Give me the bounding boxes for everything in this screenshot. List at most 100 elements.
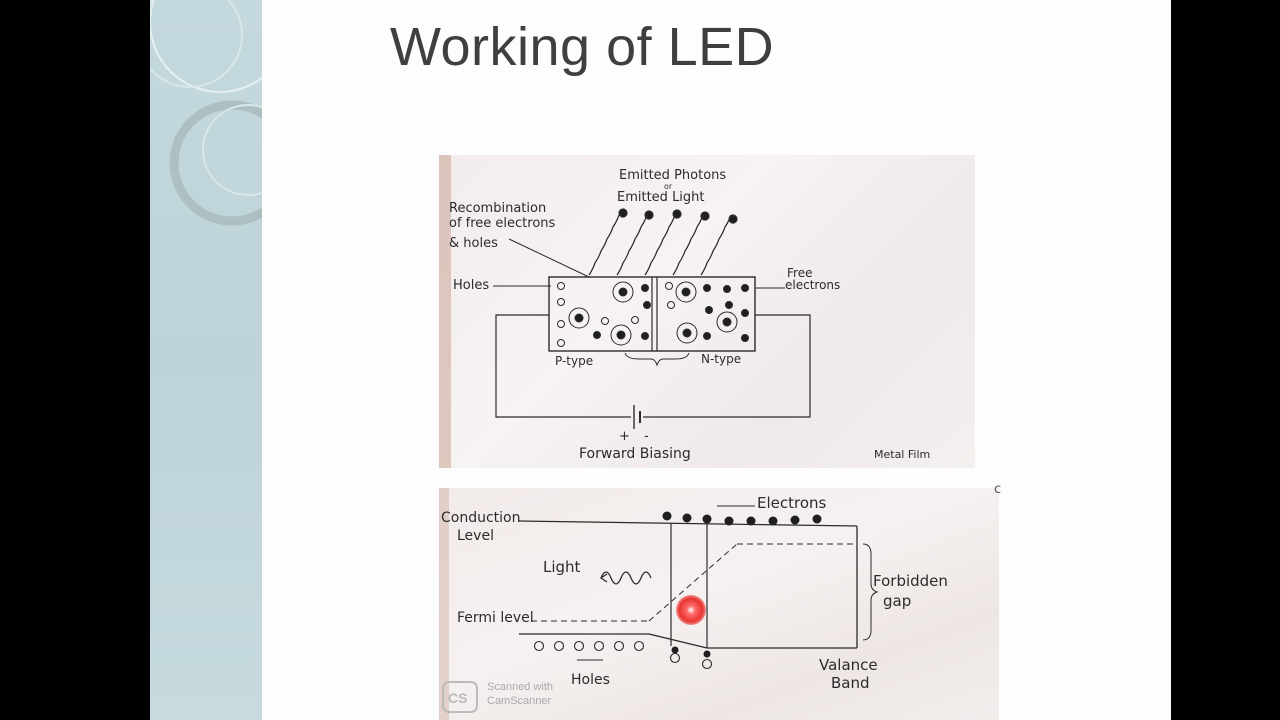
depletion-brace — [624, 352, 690, 367]
recombination-label-2: of free electrons — [449, 216, 556, 231]
recombination-site — [676, 322, 698, 344]
battery-minus: - — [644, 429, 649, 444]
hole — [557, 298, 565, 306]
or-label: or — [664, 182, 673, 191]
photon — [618, 208, 628, 218]
hole — [633, 640, 645, 652]
valence-band-step — [648, 633, 708, 649]
camscanner-line-2: CamScanner — [487, 695, 552, 707]
hole — [667, 301, 675, 309]
photo-edge-shadow — [439, 488, 449, 720]
circuit-wire-left — [495, 314, 631, 418]
battery-plus: + — [619, 429, 630, 444]
deco-ring — [169, 100, 262, 226]
hole — [557, 339, 565, 347]
photo-edge-shadow — [439, 155, 451, 468]
carriers — [557, 281, 749, 347]
electron — [723, 285, 731, 293]
electron — [641, 332, 649, 340]
valance-band-label-1: Valance — [819, 656, 878, 674]
electron — [682, 328, 692, 338]
recombination-label-1: Recombination — [449, 201, 546, 216]
camscanner-label: Scanned with CamScanner — [487, 680, 553, 708]
camscanner-line-1: Scanned with — [487, 681, 554, 693]
conduction-level-label-2: Level — [457, 528, 494, 544]
holes-label: Holes — [453, 278, 489, 293]
photon-wave — [700, 214, 732, 276]
hole — [601, 317, 609, 325]
photon — [644, 210, 654, 220]
forbidden-gap-label-1: Forbidden — [873, 572, 948, 590]
free-electrons-label-1: Free — [787, 266, 812, 280]
hole — [533, 640, 545, 652]
recombination-site — [610, 324, 632, 346]
p-type-label: P-type — [555, 354, 593, 368]
electron — [593, 331, 601, 339]
electron — [741, 309, 749, 317]
hole — [553, 640, 565, 652]
electron — [722, 317, 732, 327]
electron — [812, 514, 822, 524]
emitted-light-label: Emitted Light — [617, 190, 705, 205]
hole — [669, 652, 681, 664]
electron — [790, 515, 800, 525]
electron — [724, 516, 734, 526]
photon-wave — [588, 214, 620, 276]
electron — [682, 513, 692, 523]
slide-title: Working of LED — [390, 17, 775, 77]
forbidden-gap-brace — [862, 543, 879, 641]
pn-junction-sketch: Emitted Photons or Emitted Light Recombi… — [439, 155, 930, 468]
electron — [741, 334, 749, 342]
cs-logo-text: CS — [448, 690, 467, 706]
conduction-level-label-1: Conduction — [441, 510, 521, 526]
slide-sidebar-decoration — [150, 0, 262, 720]
energy-band-sketch: Conduction Level Electrons Light — [439, 488, 948, 720]
hole — [573, 640, 585, 652]
recombination-site — [716, 311, 738, 333]
camscanner-logo: CS — [442, 681, 478, 713]
electron — [768, 516, 778, 526]
n-type-label: N-type — [701, 352, 741, 366]
photon — [700, 211, 710, 221]
electron — [703, 332, 711, 340]
hole — [557, 282, 565, 290]
holes-label: Holes — [571, 672, 610, 688]
photon-wave — [672, 214, 704, 276]
photon-wave — [616, 214, 648, 276]
electron — [671, 646, 679, 654]
hole — [701, 658, 713, 670]
electron — [618, 287, 628, 297]
stray-mark: c — [994, 482, 1002, 497]
recombination-site — [568, 307, 590, 329]
light-label: Light — [543, 558, 581, 576]
recombination-site — [612, 281, 634, 303]
hole — [613, 640, 625, 652]
forward-biasing-label: Forward Biasing — [579, 446, 691, 462]
electron — [574, 313, 584, 323]
hole — [593, 640, 605, 652]
slide: Working of LED Emitted Photons or Emitte… — [150, 0, 1171, 720]
recombination-label-3: & holes — [449, 236, 498, 251]
electron — [703, 284, 711, 292]
light-wave — [599, 571, 652, 585]
hole — [665, 282, 673, 290]
electron — [616, 330, 626, 340]
emitted-photons — [588, 208, 738, 276]
valance-band-label-2: Band — [831, 674, 870, 692]
electrons-label: Electrons — [757, 494, 827, 512]
electron — [681, 287, 691, 297]
electron — [702, 514, 712, 524]
electron — [705, 306, 713, 314]
free-electrons-label-2: electrons — [785, 278, 840, 292]
conduction-band-line — [518, 520, 858, 527]
decorative-circles — [150, 0, 262, 226]
circuit-wire-right — [643, 314, 811, 418]
deco-circle — [202, 104, 262, 196]
deco-circle — [150, 0, 243, 88]
electron — [741, 284, 749, 292]
electron — [725, 301, 733, 309]
electron — [703, 650, 711, 658]
electron — [643, 301, 651, 309]
laser-pointer-dot — [676, 595, 706, 625]
electron — [641, 284, 649, 292]
